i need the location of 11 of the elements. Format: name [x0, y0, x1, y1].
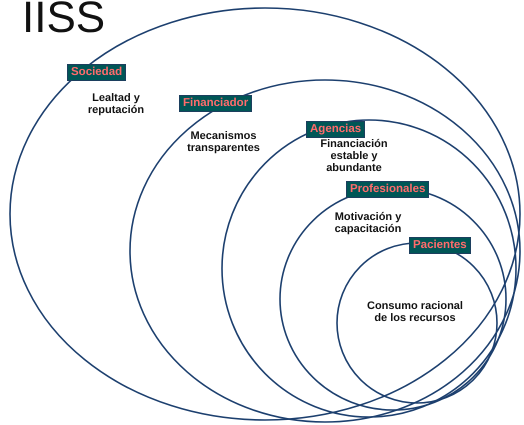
- tag-label: Pacientes: [409, 237, 471, 254]
- tag-label: Profesionales: [346, 181, 430, 198]
- description-text: Lealtad y reputación: [86, 92, 146, 116]
- description-text: Motivación y capacitación: [334, 211, 402, 235]
- tag-label: Agencias: [306, 121, 366, 138]
- tag-label: Sociedad: [67, 64, 126, 81]
- description-text: Financiación estable y abundante: [319, 138, 389, 174]
- title: IISS: [22, 0, 106, 42]
- description-text: Mecanismos transparentes: [186, 130, 261, 154]
- tag-label: Financiador: [179, 95, 252, 112]
- description-text: Consumo racional de los recursos: [366, 300, 464, 324]
